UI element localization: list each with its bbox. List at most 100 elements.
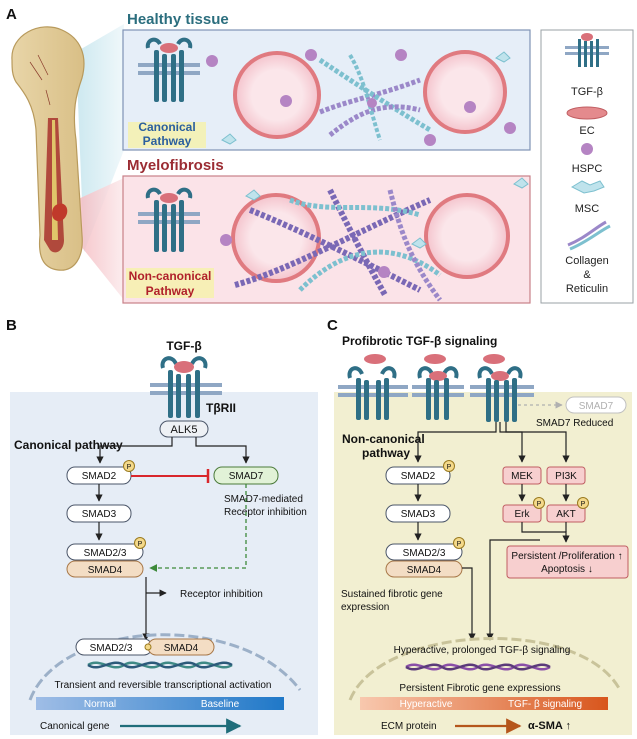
legend-collagen-label-3: Reticulin bbox=[566, 283, 608, 295]
nucleus-smad4-label: SMAD4 bbox=[164, 643, 199, 654]
alk5-box bbox=[159, 420, 209, 438]
legend-collagen-label-1: Collagen bbox=[565, 255, 608, 267]
panel-c-nuclear-envelope bbox=[348, 637, 622, 701]
smad4-box bbox=[66, 560, 144, 578]
legend-hspc-icon bbox=[581, 143, 593, 155]
myelofibrosis-title: Myelofibrosis bbox=[127, 157, 224, 174]
panel-b-dna-helix bbox=[87, 661, 233, 669]
receptor-inhibition-label: Receptor inhibition bbox=[180, 589, 263, 600]
healthy-receptor-icon bbox=[138, 37, 200, 102]
sustained-label-1: Sustained fibrotic gene bbox=[341, 589, 443, 600]
legend-msc-label: MSC bbox=[575, 203, 600, 215]
smad23-box bbox=[66, 543, 144, 561]
outcome-line-2: Apoptosis ↓ bbox=[541, 564, 593, 575]
c-smad2-label: SMAD2 bbox=[401, 471, 436, 482]
c-smad23-phospho-label: P bbox=[457, 541, 462, 548]
healthy-tissue-illustration bbox=[206, 49, 516, 146]
panel-b-nuclear-envelope bbox=[28, 633, 302, 701]
outcome-line-1: Persistent /Proliferation ↑ bbox=[511, 551, 622, 562]
akt-phospho-badge bbox=[577, 497, 589, 509]
nucleus-smad23-label: SMAD2/3 bbox=[90, 643, 133, 654]
alk5-label: ALK5 bbox=[171, 424, 198, 436]
smad23-phospho-badge bbox=[134, 537, 146, 549]
noncanonical-title-1: Non-canonical bbox=[342, 432, 425, 446]
proliferation-outcome-box bbox=[506, 545, 629, 579]
mf-tissue-illustration bbox=[220, 177, 529, 302]
c-smad23-label: SMAD2/3 bbox=[403, 548, 446, 559]
noncanonical-title-2: pathway bbox=[362, 446, 410, 460]
faded-smad7-box bbox=[565, 396, 627, 414]
legend-msc-icon bbox=[570, 180, 605, 194]
arrow-kinase-to-nucleus bbox=[486, 539, 540, 641]
smad7-reduced-label: SMAD7 Reduced bbox=[536, 418, 613, 429]
asma-label: α-SMA ↑ bbox=[528, 720, 571, 732]
healthy-tissue-title: Healthy tissue bbox=[127, 11, 229, 28]
smad2-phospho-badge bbox=[123, 460, 135, 472]
hyperactive-signaling-bar bbox=[360, 697, 608, 710]
femur-bone-illustration bbox=[11, 24, 124, 300]
legend-collagen-icon bbox=[567, 220, 611, 251]
canonical-pathway-title: Canonical pathway bbox=[14, 438, 123, 452]
persistent-expression-label: Persistent Fibrotic gene expressions bbox=[399, 683, 560, 694]
c-smad2-phospho-label: P bbox=[447, 464, 452, 471]
c-smad23-phospho-badge bbox=[453, 537, 465, 549]
transcription-label: Transient and reversible transcriptional… bbox=[55, 680, 272, 691]
sustained-label-2: expression bbox=[341, 602, 389, 613]
panel-c-receptor-3 bbox=[470, 354, 534, 422]
c-smad3-label: SMAD3 bbox=[401, 509, 436, 520]
nucleus-phospho-dot bbox=[144, 643, 152, 651]
panel-a-letter: A bbox=[6, 6, 17, 23]
tbrii-label: TβRII bbox=[206, 401, 236, 415]
healthy-pathway-label-2: Pathway bbox=[143, 134, 192, 148]
legend-tgf-label: TGF-β bbox=[571, 86, 603, 98]
panel-c-dna-helix bbox=[405, 663, 551, 671]
bar-hyperactive-label: Hyperactive bbox=[400, 699, 453, 710]
arrow-complex-to-nucleus-c bbox=[462, 567, 476, 641]
panel-b-receptor-icon bbox=[150, 356, 222, 418]
arrow-erk-to-outcome bbox=[521, 522, 570, 543]
panel-c-receptor-1 bbox=[338, 354, 408, 420]
erk-phospho-badge bbox=[533, 497, 545, 509]
erk-label: Erk bbox=[515, 509, 531, 520]
panel-c-receptor-2 bbox=[412, 354, 464, 420]
ecm-protein-label: ECM protein bbox=[381, 721, 437, 732]
legend-collagen-label-2: & bbox=[583, 269, 591, 281]
legend-ec-icon bbox=[566, 106, 608, 120]
mf-pathway-label-1: Non-canonical bbox=[129, 269, 212, 283]
panel-b-letter: B bbox=[6, 317, 17, 334]
mf-pathway-highlight bbox=[126, 268, 214, 298]
smad2-label: SMAD2 bbox=[82, 471, 117, 482]
bar-tgf-signaling-label: TGF- β signaling bbox=[508, 699, 582, 710]
panel-b-background bbox=[10, 392, 318, 735]
normal-baseline-bar bbox=[36, 697, 284, 710]
canonical-gene-label: Canonical gene bbox=[40, 721, 110, 732]
c-smad23-box bbox=[385, 543, 463, 561]
smad3-label: SMAD3 bbox=[82, 509, 117, 520]
legend-hspc-label: HSPC bbox=[572, 163, 603, 175]
legend-tgf-icon bbox=[565, 33, 609, 67]
legend-ec-label: EC bbox=[579, 125, 594, 137]
arrow-receptor-to-smad2-c bbox=[414, 422, 497, 463]
hyperactive-signaling-label: Hyperactive, prolonged TGF-β signaling bbox=[394, 645, 571, 656]
smad7-inhibition-dashed-arrow bbox=[149, 484, 247, 572]
c-smad2-phospho-badge bbox=[443, 460, 455, 472]
smad23-label: SMAD2/3 bbox=[84, 548, 127, 559]
mf-zoom-beam bbox=[76, 178, 124, 300]
arrow-receptor-to-pi3k bbox=[505, 422, 570, 463]
arrow-alk5-to-smad7 bbox=[195, 437, 250, 464]
smad4-label: SMAD4 bbox=[88, 565, 123, 576]
akt-label: AKT bbox=[556, 509, 575, 520]
smad7-label: SMAD7 bbox=[229, 471, 264, 482]
akt-phospho-label: P bbox=[581, 501, 586, 508]
faded-smad7-label: SMAD7 bbox=[579, 401, 614, 412]
pi3k-label: PI3K bbox=[555, 471, 577, 482]
healthy-pathway-label-1: Canonical bbox=[138, 120, 195, 134]
smad23-phospho-label: P bbox=[138, 541, 143, 548]
legend-box bbox=[540, 29, 634, 304]
c-smad4-label: SMAD4 bbox=[407, 565, 442, 576]
panel-c-letter: C bbox=[327, 317, 338, 334]
smad2-phospho-label: P bbox=[127, 464, 132, 471]
mek-label: MEK bbox=[511, 471, 533, 482]
mf-pathway-label-2: Pathway bbox=[146, 284, 195, 298]
